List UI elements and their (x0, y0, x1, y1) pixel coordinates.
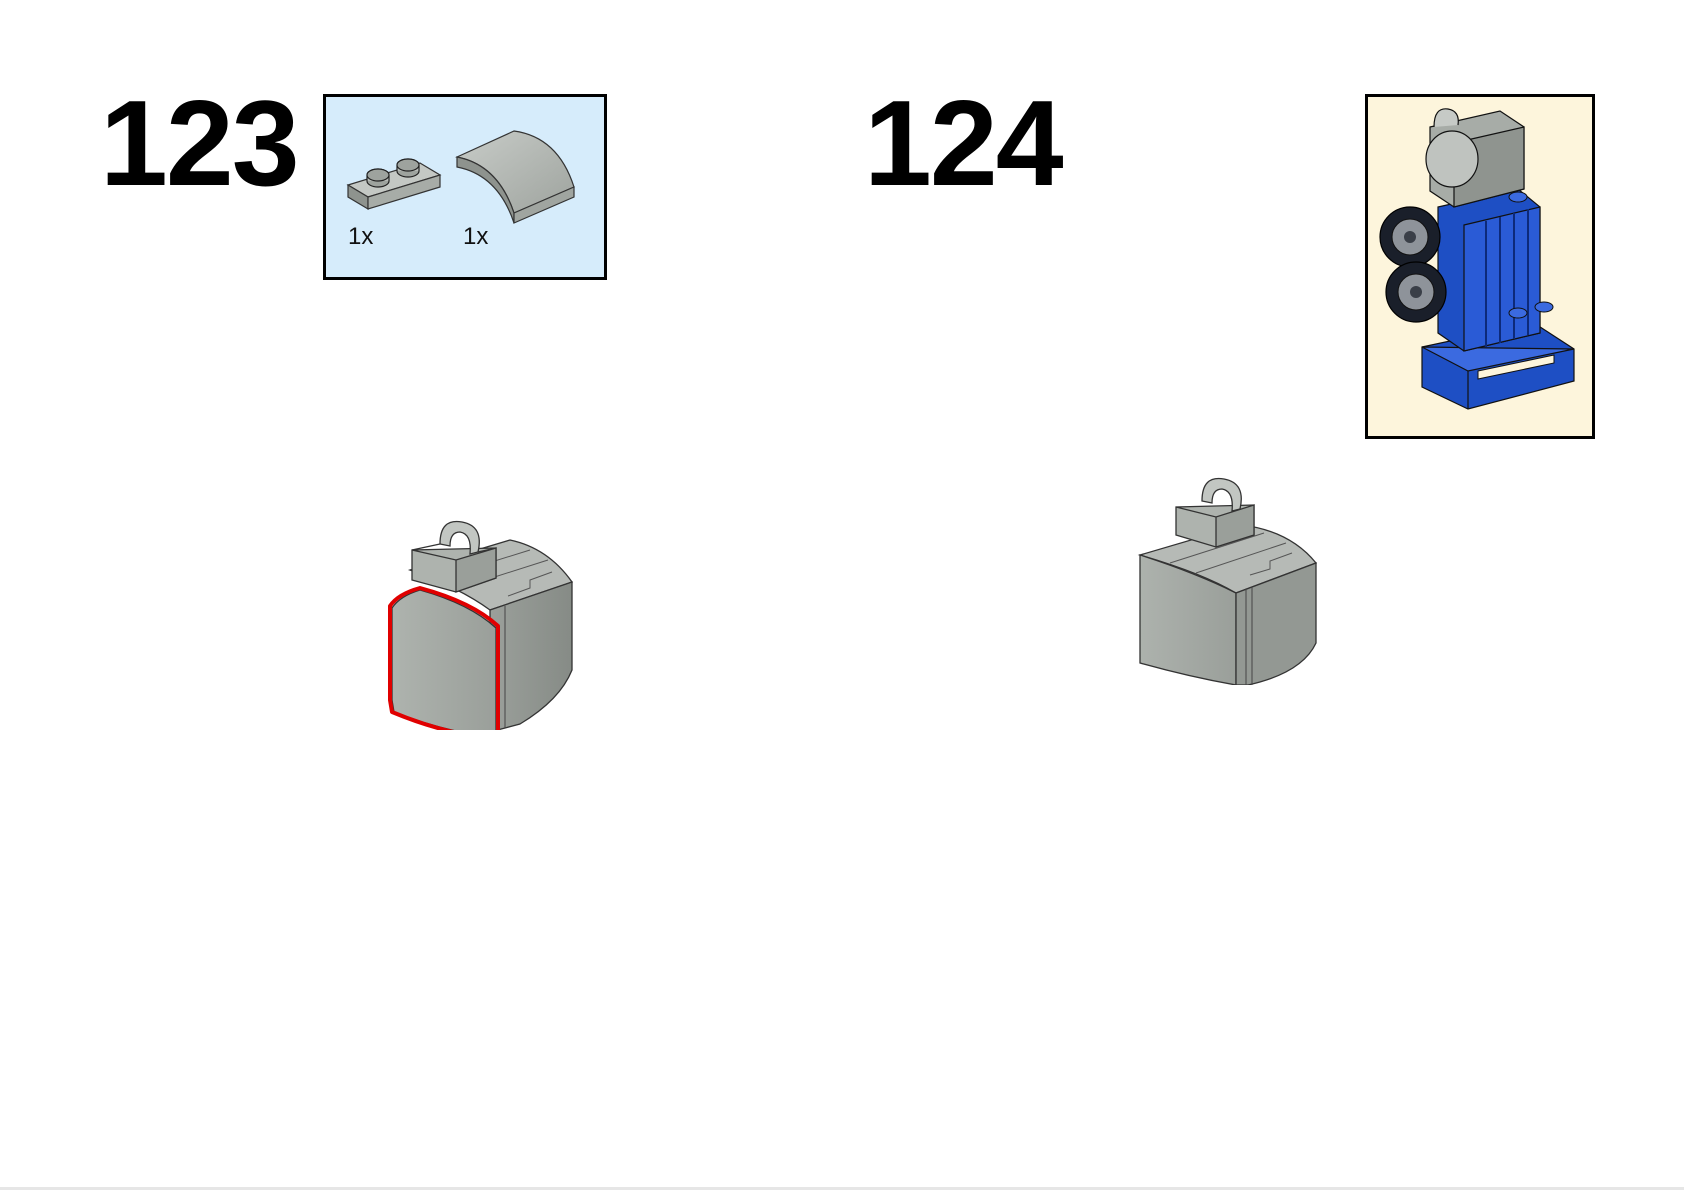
step-124-model (1137, 477, 1318, 685)
part-quantity-slope: 1x (463, 223, 489, 250)
part-quantity-plate: 1x (348, 223, 374, 250)
parts-callout: 1x 1x (323, 94, 607, 280)
plate-1x2-icon (346, 158, 442, 211)
step-123-model (388, 520, 574, 730)
clip-piece (411, 520, 497, 593)
step-number-123: 123 (100, 75, 300, 211)
finished-projector-model-icon (1379, 108, 1575, 410)
new-part-highlight (388, 586, 500, 730)
clip-piece (1175, 477, 1255, 548)
finished-model-preview (1365, 94, 1595, 439)
parts-list (346, 130, 575, 224)
step-number-124: 124 (864, 75, 1064, 211)
curved-slope-icon (455, 130, 575, 224)
page-bottom-rule (0, 1187, 1684, 1190)
